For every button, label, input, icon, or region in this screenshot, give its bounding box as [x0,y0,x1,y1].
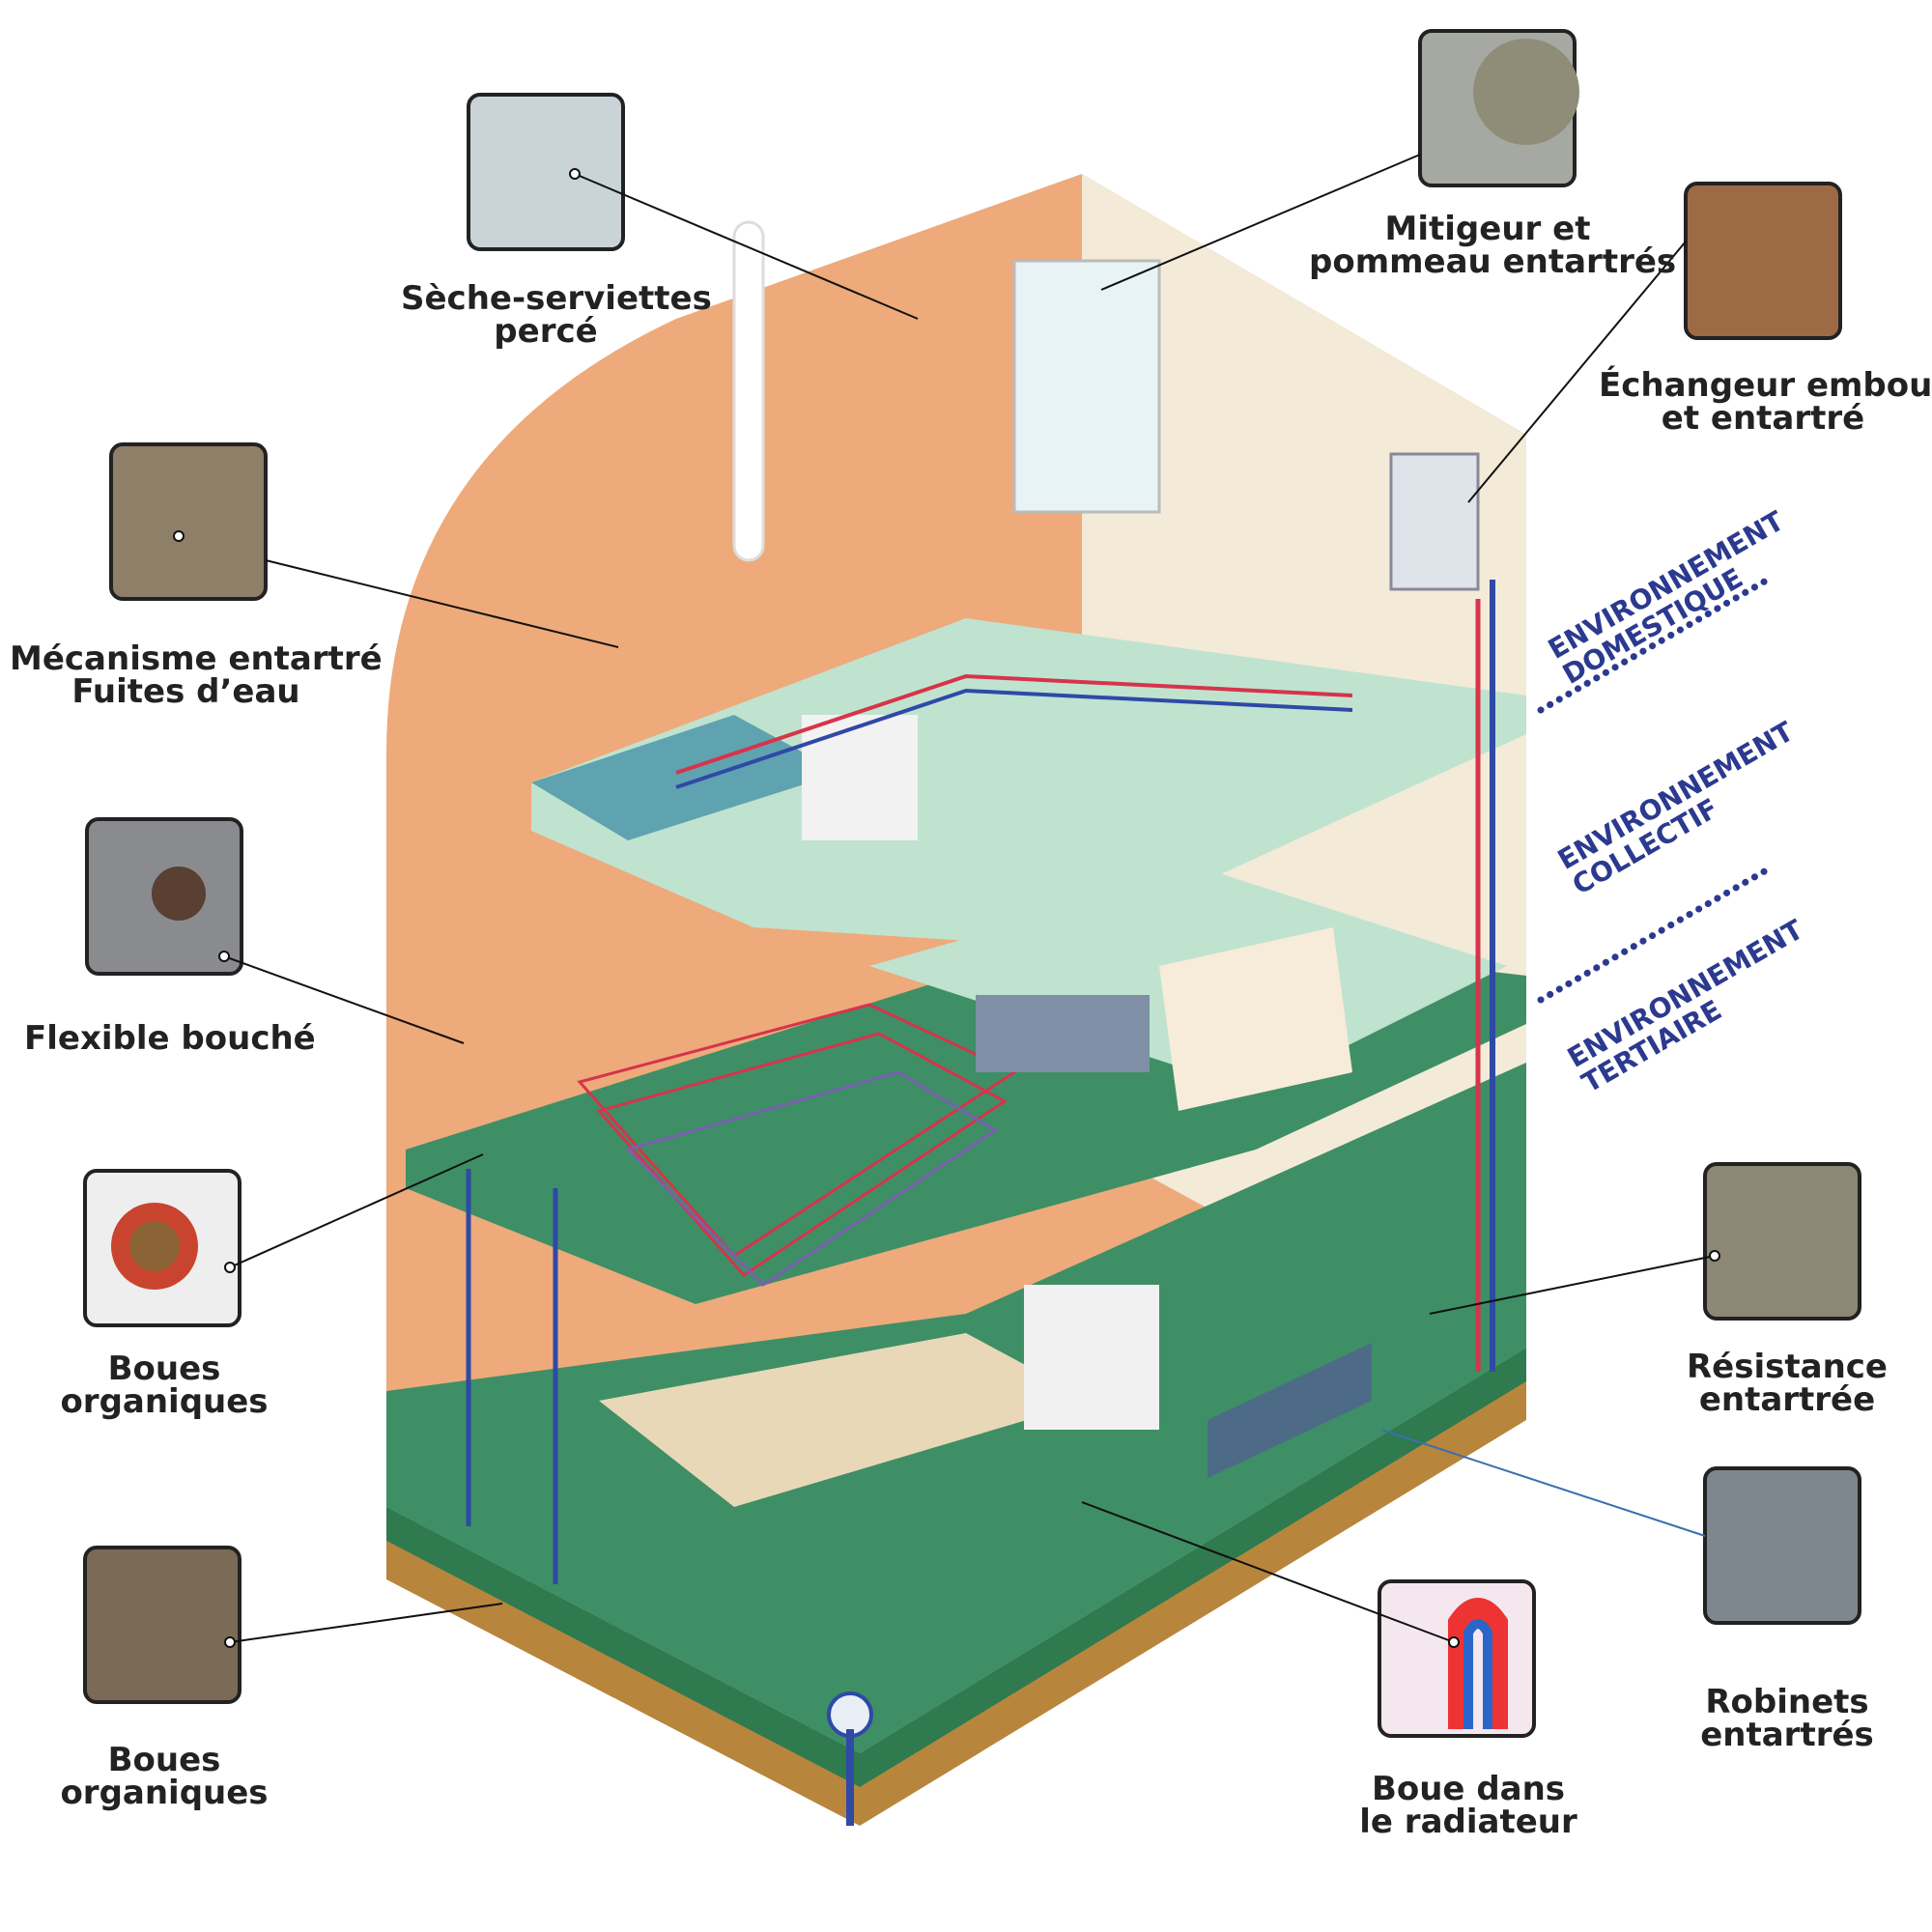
photo-mitigeur [1418,29,1579,187]
label-mitigeur: Mitigeur et pommeau entartrés [1309,210,1677,281]
label-resistance: Résistance entartrée [1687,1348,1888,1419]
label-boues-1: Boues organiques [60,1350,269,1421]
pipes [466,580,1495,1826]
photo-flexible [85,817,243,976]
photo-boues-2 [83,1546,242,1704]
label-seche-serviettes: Sèche-serviettes percé [401,279,712,351]
label-boue-radiateur: Boue dans le radiateur [1359,1770,1577,1841]
photo-seche-serviettes [467,93,625,251]
photo-robinets [1703,1466,1861,1625]
label-boues-2: Boues organiques [60,1741,269,1812]
photo-resistance [1703,1162,1861,1321]
photo-echangeur [1684,182,1842,340]
callout-lines [173,154,1720,1648]
environment-separators [1537,576,1772,1004]
label-robinets: Robinets entartrés [1700,1683,1874,1754]
label-echangeur: Échangeur emboué et entartré [1599,366,1932,438]
ground-floor [386,1063,1526,1753]
top-floor [531,220,1526,947]
label-mecanisme: Mécanisme entartré Fuites d’eau [10,639,383,711]
photo-mecanisme [109,442,268,601]
photo-boues-1 [83,1169,242,1327]
photo-boue-radiateur [1378,1579,1536,1738]
label-flexible: Flexible bouché [24,1019,316,1058]
